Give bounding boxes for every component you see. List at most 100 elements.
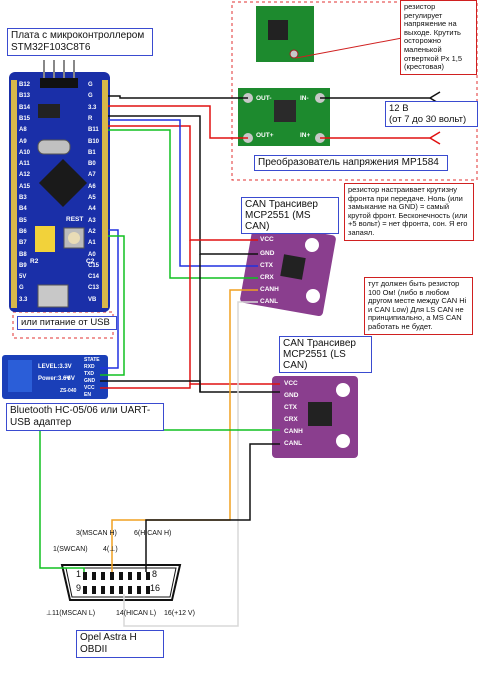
bt-pin-txd: TXD: [84, 371, 94, 377]
board-pin-label: A9: [19, 138, 27, 145]
board-pin-label: B10: [88, 138, 100, 145]
pin-crx: CRX: [284, 416, 298, 423]
can-ls-module: [272, 376, 358, 458]
wire-ms-canl: [123, 301, 258, 627]
mp1584-photo: [256, 6, 314, 62]
pin-canl: CANL: [284, 440, 303, 447]
pin-crx: CRX: [260, 274, 274, 281]
stm32-board: [9, 60, 110, 312]
obd-connector: [60, 564, 182, 601]
pin-ctx: CTX: [284, 404, 297, 411]
pin-gnd: GND: [284, 392, 299, 399]
board-pin-label: B12: [19, 82, 31, 88]
pin-vcc: VCC: [284, 380, 298, 387]
board-pin-label: A6: [88, 183, 96, 190]
boot-jumpers: [35, 226, 55, 252]
converter-title: Преобразователь напряжения MP1584: [254, 155, 448, 171]
board-pin-label: 5V: [19, 274, 27, 281]
bluetooth-module: [2, 355, 108, 399]
usb-connector: [37, 284, 69, 308]
bt-pin-vcc: VCC: [84, 385, 95, 391]
obd-row1-left: 1: [76, 569, 82, 579]
obd-pin11: 11(MSCAN L): [52, 610, 96, 617]
bt-power-right: ~6V: [64, 376, 75, 382]
board-pin-label: R: [88, 115, 93, 122]
pin-canh: CANH: [260, 286, 279, 293]
crystal: [37, 139, 71, 155]
board-pin-label: A0: [88, 251, 96, 258]
board-right-header: [102, 80, 108, 308]
board-pin-label: A4: [88, 206, 96, 213]
board-pin-label: G: [88, 93, 93, 100]
converter-zone: [231, 1, 478, 181]
wire-can-crx: [108, 129, 258, 279]
board-pin-label: C15: [88, 262, 100, 269]
board-pin-label: B3: [19, 195, 27, 201]
board-pin-label: B13: [19, 93, 31, 100]
obd-row2-right: 16: [150, 583, 161, 593]
board-pin-label: VB: [88, 296, 97, 303]
board-reset-label: REST: [66, 216, 84, 223]
board-r2-label: R2: [30, 258, 39, 265]
can-ms-note: резистор настраивает крутизну фронта при…: [344, 183, 474, 241]
usb-power-label: или питание от USB: [17, 316, 117, 330]
obd-pin16: 16(+12 V): [164, 610, 195, 617]
obd-pin4: 4(⊥): [103, 546, 118, 553]
wire-can-ctx: [108, 119, 258, 267]
regulator-chip: [38, 104, 60, 118]
board-pin-label: A3: [88, 217, 96, 224]
board-title-label: Плата с микроконтроллером STM32F103C8T6: [7, 28, 153, 56]
bt-power: Power:3.6V: [38, 376, 71, 382]
board-pin-label: C13: [88, 285, 100, 292]
bt-pin-en: EN: [84, 392, 91, 398]
pin-canl: CANL: [260, 298, 279, 305]
pin-canh: CANH: [284, 428, 303, 435]
board-pin-label: A5: [88, 195, 96, 201]
bt-pin-rxd: RXD: [84, 364, 95, 370]
board-pin-label: B5: [19, 217, 27, 224]
board-pin-label: B14: [19, 104, 31, 111]
wire-bt-vcc: [100, 384, 191, 389]
board-pin-label: B0: [88, 161, 96, 168]
bt-level: LEVEL:3.3V: [38, 364, 72, 370]
obd-pin1: 1(SWCAN): [53, 546, 88, 553]
conv-out-plus: OUT+: [256, 132, 274, 139]
bt-model: ZS-040: [60, 388, 77, 394]
obd-pin3: 3(MSCAN H): [76, 530, 117, 537]
board-pin-label: A8: [19, 127, 27, 134]
pin-ctx: CTX: [260, 262, 273, 269]
conv-in-minus: IN-: [300, 95, 309, 102]
board-pin-label: G: [19, 285, 24, 292]
board-left-header: [11, 80, 17, 308]
board-pin-label: 3.3: [19, 296, 28, 303]
can-ms-title: CAN Трансивер MCP2551 (MS CAN): [241, 197, 339, 234]
bt-adapter-label: Bluetooth HC-05/06 или UART-USB адаптер: [6, 403, 164, 431]
wire-bt-tx: [100, 235, 125, 376]
mcu-chip: [38, 158, 88, 208]
conv-in-plus: IN+: [300, 132, 311, 139]
regulator-pointer: [295, 37, 403, 59]
wire-out-black: [108, 95, 248, 99]
wire-bt-gnd: [100, 380, 201, 392]
mp1584-module: [238, 88, 330, 146]
board-pin-label: B11: [88, 127, 99, 134]
board-pin-label: B7: [19, 240, 27, 247]
board-pin-label: B9: [19, 262, 27, 269]
can-ms-module: [240, 221, 336, 317]
obd-pin6: 6(HICAN H): [134, 530, 172, 537]
pin-gnd: GND: [260, 250, 275, 257]
board-pin-label: C14: [88, 274, 100, 281]
board-pin-label: A12: [19, 172, 31, 179]
obd-pin14: 14(HICAN L): [116, 610, 157, 617]
car-title: Opel Astra H OBDII: [76, 630, 164, 658]
wire-input-red: [320, 131, 441, 139]
board-pin-label: A10: [19, 149, 31, 156]
can-ls-note: тут должен быть резистор 100 Ом! (либо в…: [364, 277, 473, 335]
pin-vcc: VCC: [260, 236, 274, 243]
board-top-header: [43, 60, 75, 80]
board-pin-label: B6: [19, 228, 27, 235]
obd-row2-left: 9: [76, 583, 82, 593]
wire-ls-canl: [145, 443, 280, 572]
board-pin-label: B4: [19, 206, 27, 213]
